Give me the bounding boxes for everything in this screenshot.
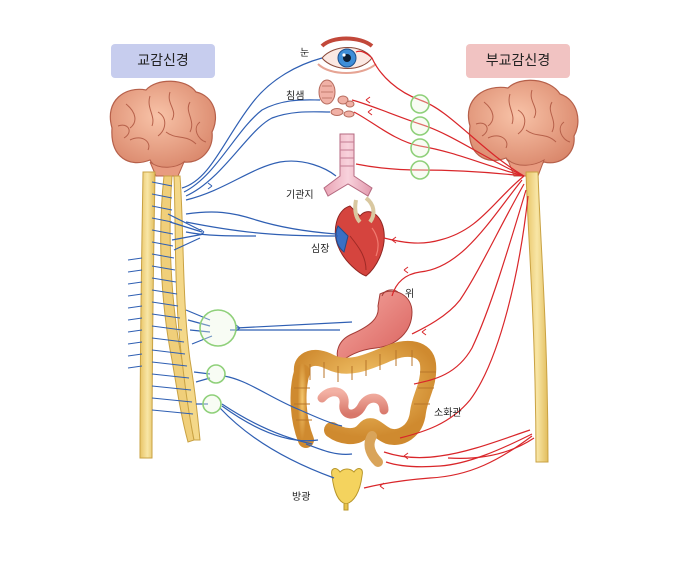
- rectum: [364, 431, 383, 467]
- salivary-gland: [318, 79, 355, 118]
- label-intestine: 소화관: [434, 408, 462, 419]
- label-stomach: 위: [405, 289, 415, 300]
- parasympathetic-nerves: [351, 50, 535, 489]
- sympathetic-nerve-badge: 교감신경: [111, 44, 215, 78]
- bladder: [331, 468, 363, 511]
- label-heart: 심장: [311, 244, 330, 255]
- label-bladder: 방광: [292, 492, 311, 503]
- spinal-nerve-roots: [127, 181, 194, 415]
- left-spinal-cord: [139, 171, 156, 459]
- label-bronchi: 기관지: [286, 190, 314, 201]
- parasympathetic-nerve-badge: 부교감신경: [466, 44, 570, 78]
- bronchi: [323, 133, 373, 197]
- parasympathetic-arrowheads: [365, 96, 427, 490]
- small-intestine: [317, 387, 389, 419]
- eye: [317, 36, 377, 74]
- left-brain: [109, 80, 217, 177]
- heart: [334, 196, 385, 277]
- label-eye: 눈: [300, 48, 310, 59]
- sympathetic-chain: [160, 175, 201, 443]
- stomach: [336, 289, 413, 363]
- ganglia: [199, 94, 430, 414]
- right-brain: [467, 79, 579, 177]
- sympathetic-arrowheads: [199, 182, 241, 332]
- label-salivary-gland: 침샘: [286, 91, 305, 102]
- large-intestine: [290, 340, 437, 448]
- right-spinal-cord: [525, 171, 549, 463]
- sympathetic-nerves: [167, 57, 353, 479]
